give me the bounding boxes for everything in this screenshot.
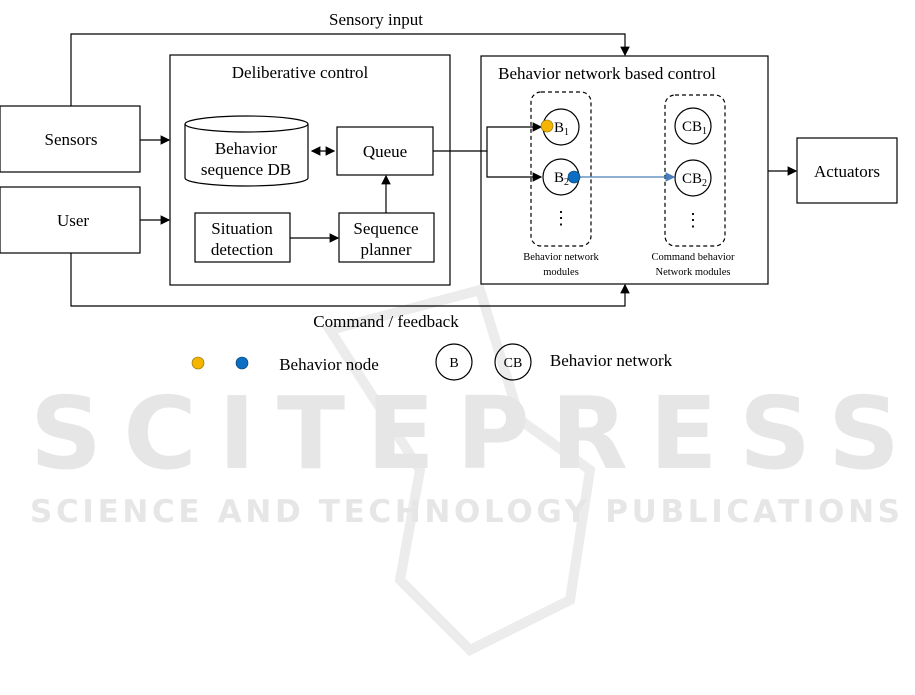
bn-ellipsis: ⋮ [552, 208, 570, 228]
deliberative-control-box [169, 54, 451, 286]
deliberative-control-title: Deliberative control [232, 63, 369, 82]
sensors-box [0, 105, 141, 173]
db-label-2: sequence DB [201, 160, 291, 179]
queue-b2-arrow [486, 151, 543, 182]
b1-label: B1 [554, 120, 569, 138]
cb1-node [674, 107, 712, 145]
b2-label: B2 [554, 170, 569, 188]
behavior-sequence-db [184, 115, 309, 187]
sensors-label: Sensors [45, 130, 98, 149]
actuators-label: Actuators [814, 162, 880, 181]
legend-cb-circle [494, 343, 532, 381]
legend-blue-node-icon [235, 356, 249, 370]
cb2-label: CB2 [682, 171, 707, 189]
planner-label-2: planner [361, 240, 412, 259]
behavior-network-modules-group [530, 91, 592, 247]
sensory-input-label: Sensory input [329, 10, 423, 29]
queue-b1-arrow [433, 122, 543, 152]
legend-b-circle [435, 343, 473, 381]
legend-behavior-node-label: Behavior node [279, 355, 379, 374]
legend-cb-label: CB [504, 356, 523, 371]
bn-modules-label-1: Behavior network [523, 252, 599, 263]
legend-orange-node-icon [191, 356, 205, 370]
queue-label: Queue [363, 142, 407, 161]
behavior-network-control-box [480, 55, 769, 285]
command-feedback-arrow [70, 253, 630, 307]
watermark: SCITEPRESS SCIENCE AND TECHNOLOGY PUBLIC… [30, 283, 900, 657]
bn-modules-label-2: modules [543, 267, 579, 278]
watermark-subtitle: SCIENCE AND TECHNOLOGY PUBLICATIONS [30, 494, 900, 530]
command-behavior-modules-group [664, 94, 726, 247]
situation-label-2: detection [211, 240, 274, 259]
db-label-1: Behavior [215, 139, 278, 158]
cb1-label: CB1 [682, 119, 707, 137]
legend-b-label: B [449, 356, 458, 371]
planner-label-1: Sequence [353, 219, 418, 238]
legend-behavior-network-label: Behavior network [550, 351, 673, 370]
blue-behavior-node-icon [567, 170, 581, 184]
orange-behavior-node-icon [540, 119, 554, 133]
situation-label-1: Situation [211, 219, 273, 238]
behavior-network-control-title: Behavior network based control [498, 64, 716, 83]
sensory-input-arrow [70, 33, 630, 106]
cb-modules-label-2: Network modules [656, 267, 731, 278]
cb-ellipsis: ⋮ [684, 210, 702, 230]
cb-modules-label-1: Command behavior [651, 252, 735, 263]
command-feedback-label: Command / feedback [313, 312, 459, 331]
user-label: User [57, 211, 89, 230]
watermark-title: SCITEPRESS [30, 375, 900, 492]
